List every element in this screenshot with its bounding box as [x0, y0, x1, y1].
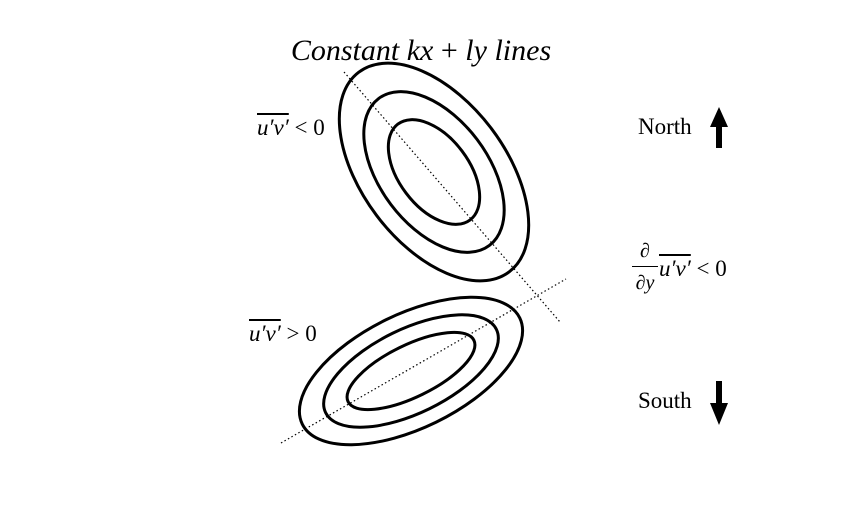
upper-middle-contour	[362, 90, 506, 254]
upper-flux-relation: < 0	[294, 115, 325, 140]
lower-outer-contour	[297, 295, 525, 447]
upper-inner-contour	[386, 118, 482, 226]
title-plus: +	[440, 34, 458, 67]
diagram-title: Constant kx + ly lines	[0, 34, 842, 68]
gradient-expression: u′v′ < 0	[659, 257, 727, 280]
lower-middle-contour	[322, 313, 500, 429]
lower-contour-group	[297, 295, 525, 447]
lower-flux-label: u′v′ > 0	[249, 322, 317, 345]
gradient-relation: < 0	[696, 256, 727, 281]
up-arrow-icon	[710, 107, 728, 148]
south-label: South	[638, 388, 692, 413]
fraction-bar	[632, 266, 658, 267]
gradient-numerator: ∂	[640, 240, 650, 262]
lower-flux-relation: > 0	[286, 321, 317, 346]
upper-contour-group	[337, 61, 531, 283]
upper-flux-label: u′v′ < 0	[257, 116, 325, 139]
upper-outer-contour	[337, 61, 531, 283]
north-label: North	[638, 114, 692, 139]
title-ly: ly	[465, 34, 487, 67]
upper-phase-line	[343, 71, 561, 323]
gradient-denominator: ∂y	[635, 272, 655, 294]
title-lines: lines	[494, 34, 552, 67]
title-constant: Constant	[290, 34, 400, 67]
upper-flux-quantity: u′v′	[257, 115, 289, 140]
gradient-quantity: u′v′	[659, 256, 691, 281]
title-kx: kx	[406, 34, 434, 67]
lower-inner-contour	[345, 330, 477, 412]
down-arrow-icon	[710, 381, 728, 425]
lower-flux-quantity: u′v′	[249, 321, 281, 346]
lower-phase-line	[280, 278, 567, 444]
